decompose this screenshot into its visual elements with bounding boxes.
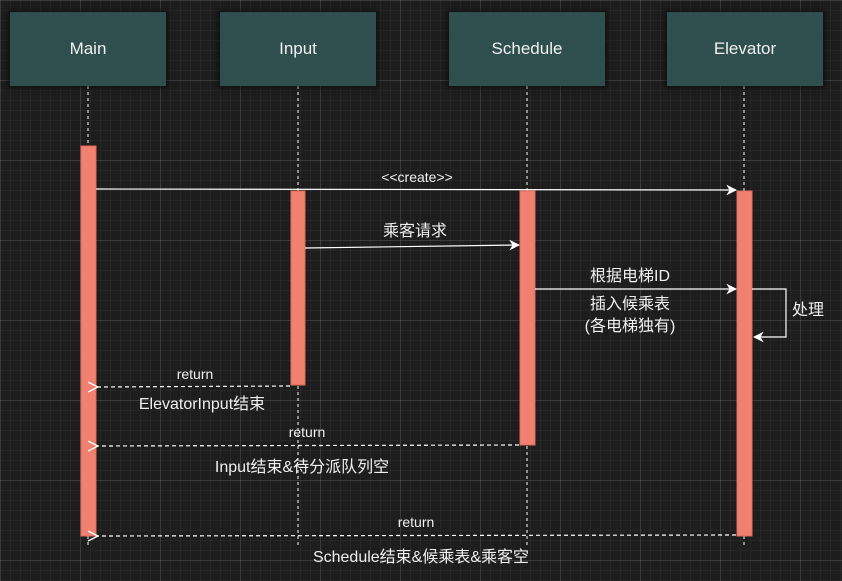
return-schedule-arrow[interactable] (98, 445, 520, 446)
return-elevator-arrow[interactable] (98, 535, 737, 536)
activation-input[interactable] (290, 190, 306, 386)
participant-elevator[interactable]: Elevator (667, 12, 823, 86)
participant-main[interactable]: Main (10, 12, 166, 86)
message-insert-label-line2: 插入候乘表 (589, 296, 671, 313)
elevator-end-note: Schedule结束&候乘表&乘客空 (312, 549, 530, 566)
participant-input-label: Input (279, 39, 317, 58)
participant-elevator-label: Elevator (713, 39, 777, 58)
activation-schedule[interactable] (519, 190, 536, 446)
return-schedule-label: return (288, 424, 326, 440)
message-insert-label-line1: 根据电梯ID (589, 268, 671, 285)
activation-main[interactable] (80, 145, 97, 537)
return-input-label: return (176, 366, 214, 382)
input-end-note: ElevatorInput结束 (138, 396, 266, 413)
participant-input[interactable]: Input (220, 12, 376, 86)
self-message-process-label: 处理 (792, 302, 825, 319)
return-input-arrow[interactable] (98, 386, 291, 387)
message-insert-label-line3: (各电梯独有) (584, 318, 676, 335)
participant-schedule[interactable]: Schedule (449, 12, 605, 86)
message-create-label: <<create>> (381, 169, 453, 185)
self-message-process-arrow[interactable] (752, 288, 787, 343)
return-elevator-label: return (397, 514, 435, 530)
participant-main-label: Main (69, 39, 107, 58)
message-create-arrow[interactable] (95, 184, 738, 196)
message-passenger-request-label: 乘客请求 (382, 223, 448, 240)
activation-elevator[interactable] (736, 190, 753, 537)
participant-schedule-label: Schedule (491, 39, 563, 58)
schedule-end-note: Input结束&待分派队列空 (214, 459, 390, 476)
message-passenger-request-arrow[interactable] (304, 239, 521, 251)
